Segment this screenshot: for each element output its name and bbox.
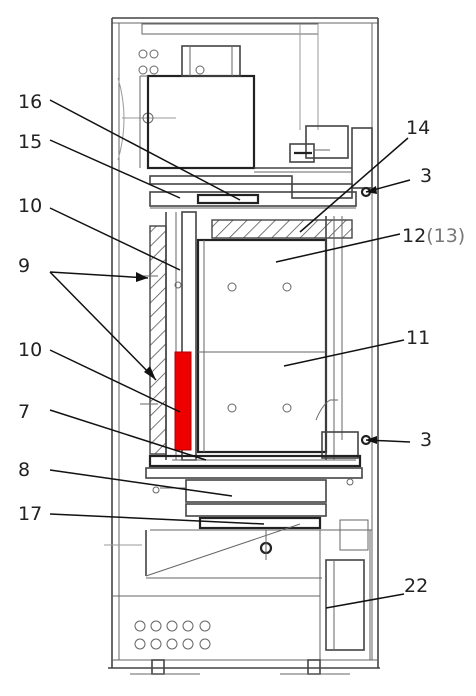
leader-17 (49, 513, 265, 525)
highlighted-side-brick (174, 351, 192, 451)
label-12: 12 (402, 225, 426, 247)
label-9: 9 (18, 255, 30, 277)
baffle-plate-14 (211, 219, 353, 239)
label-7: 7 (18, 401, 30, 423)
label-16: 16 (18, 91, 42, 113)
leader-3a-arrowhead (366, 186, 377, 194)
label-14: 14 (406, 117, 430, 139)
upper-right-components (254, 125, 373, 199)
leader-3b-arrowhead (366, 436, 377, 444)
firebox (140, 211, 372, 461)
leader-10a (49, 207, 181, 271)
leader-lines (49, 99, 411, 609)
leader-12 (275, 233, 401, 263)
label-12-13: 12(13) (402, 225, 465, 247)
leader-15 (49, 139, 181, 199)
leader-8 (49, 469, 233, 497)
label-10-bottom: 10 (18, 339, 42, 361)
label-17: 17 (18, 503, 42, 525)
part-labels: 16 15 14 3 10 12(13) 9 10 11 7 3 8 17 22 (18, 91, 465, 597)
label-8: 8 (18, 459, 30, 481)
label-3-bottom: 3 (420, 429, 432, 451)
leader-9b (49, 271, 157, 381)
leader-10b (49, 349, 181, 413)
label-11: 11 (406, 327, 430, 349)
label-10-top: 10 (18, 195, 42, 217)
upper-box (139, 45, 256, 170)
top-plates (149, 175, 357, 239)
leader-9a-arrowhead (136, 272, 148, 282)
label-3-top: 3 (420, 165, 432, 187)
leader-7 (49, 409, 207, 461)
label-22: 22 (404, 575, 428, 597)
label-15: 15 (18, 131, 42, 153)
leader-14 (299, 137, 409, 233)
leader-16 (49, 99, 241, 201)
leader-22 (325, 593, 405, 609)
grate-and-ashpan (145, 454, 372, 560)
lower-housing (104, 519, 371, 675)
label-13-sub: (13) (426, 225, 465, 247)
leader-9b-arrowhead (144, 366, 156, 380)
leader-9a (49, 271, 149, 279)
leader-11 (283, 339, 405, 367)
